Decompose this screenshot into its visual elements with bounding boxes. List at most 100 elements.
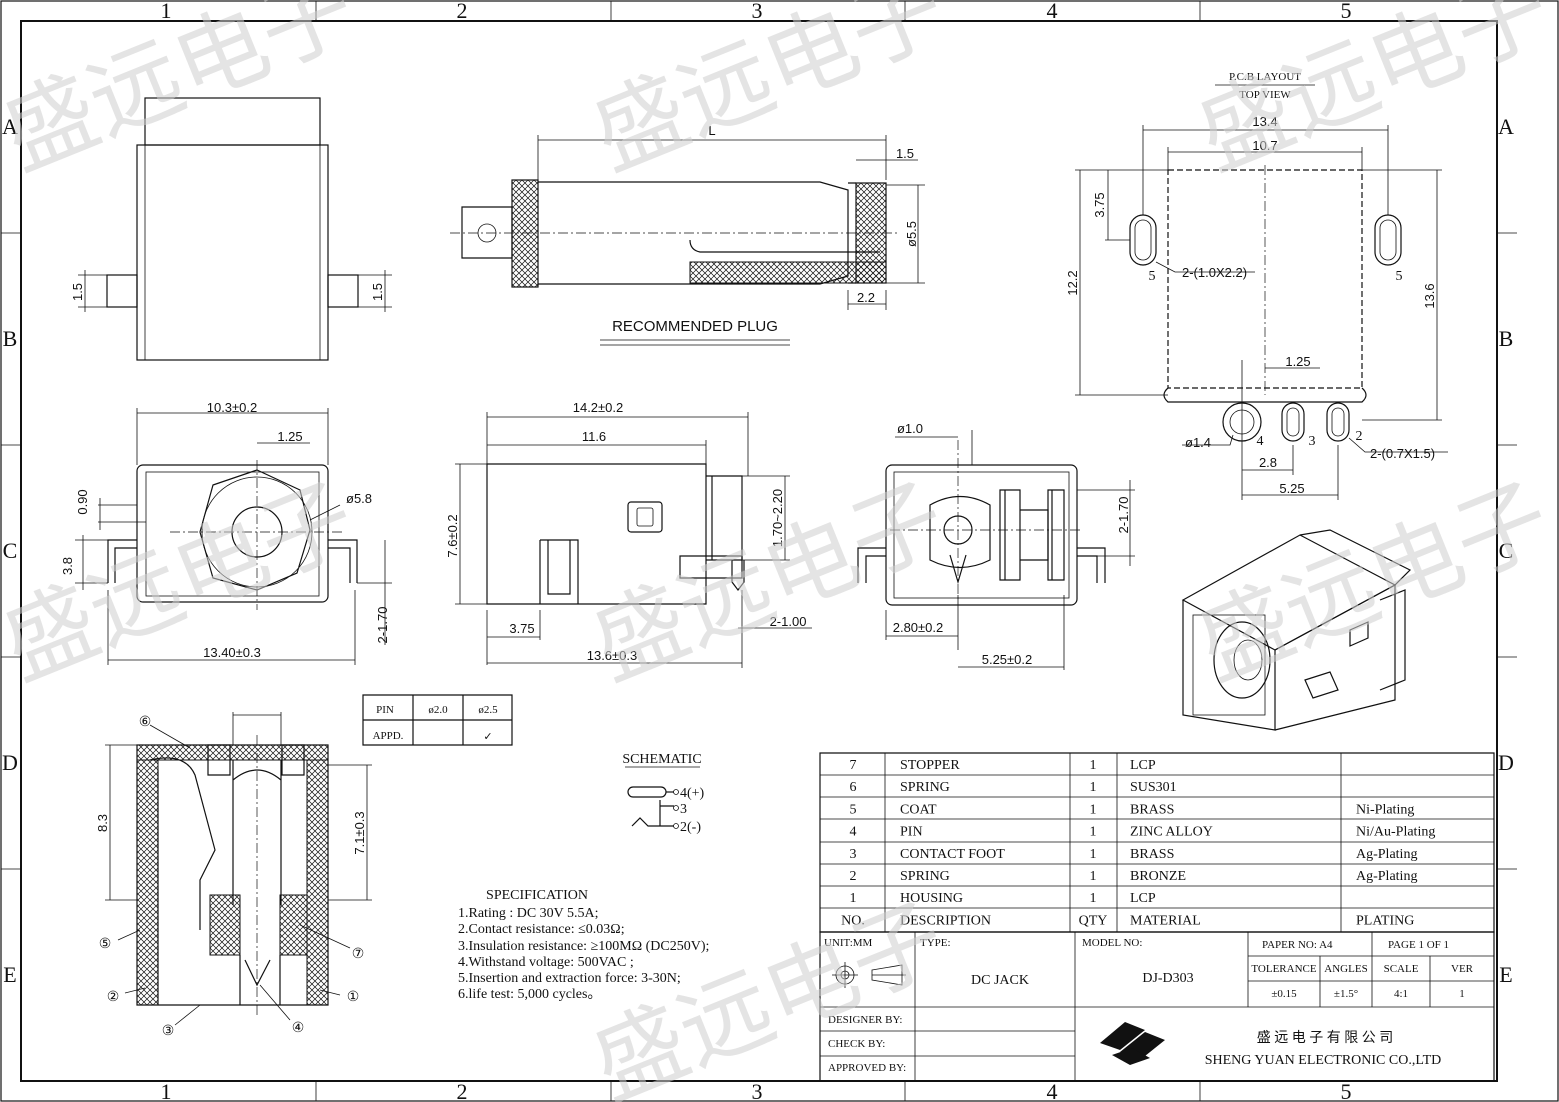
pin-table-r0: APPD.	[373, 730, 404, 742]
tb-angles: ±1.5°	[1334, 988, 1358, 1000]
dim-1-5: 1.5	[896, 146, 914, 161]
bom-cell-qty: 1	[1090, 869, 1097, 884]
pcb-title-2: TOP VIEW	[1239, 89, 1291, 101]
top-view: 1.5 1.5	[70, 97, 392, 361]
pcb-pin-3: 3	[1309, 434, 1316, 449]
schematic-p4: 4(+)	[680, 786, 705, 801]
balloon-1: ①	[347, 990, 360, 1005]
tb-tolerance: ±0.15	[1271, 988, 1297, 1000]
pcb-pin-5-left: 5	[1149, 269, 1156, 284]
watermark-2: 盛远电子	[578, 0, 959, 190]
side-dim-11-6: 11.6	[582, 429, 606, 444]
side-dim-7-6: 7.6±0.2	[445, 514, 460, 557]
schematic-title: SCHEMATIC	[622, 752, 701, 767]
section-dim-8-3: 8.3	[95, 814, 110, 832]
tb-ver-header: VER	[1451, 963, 1474, 975]
zone-col-5: 5	[1341, 0, 1352, 23]
balloon-7: ⑦	[352, 947, 365, 962]
pcb-dim-12-2: 12.2	[1065, 270, 1080, 295]
pin-table-r2: ✓	[483, 731, 492, 743]
bom-cell-plating: Ni/Au-Plating	[1356, 825, 1435, 840]
bom-cell-material: MATERIAL	[1130, 913, 1201, 928]
bom-cell-qty: 1	[1090, 825, 1097, 840]
bom-cell-qty: 1	[1090, 758, 1097, 773]
zone-row-e: E	[3, 962, 16, 987]
spec-line-4: 4.Withstand voltage: 500VAC ;	[458, 955, 634, 970]
tb-company-cn: 盛 远 电 子 有 限 公 司	[1257, 1030, 1394, 1046]
watermark-5: 盛远电子	[578, 463, 959, 700]
zone-row-d-right: D	[1498, 750, 1514, 775]
pcb-slot-small: 2-(0.7X1.5)	[1370, 446, 1435, 461]
bom-cell-material: BRONZE	[1130, 869, 1186, 884]
pcb-dim-13-6: 13.6	[1422, 283, 1437, 308]
watermark-6: 盛远电子	[1183, 463, 1559, 700]
tb-page: PAGE 1 OF 1	[1388, 939, 1449, 951]
bom-cell-description: STOPPER	[900, 758, 960, 773]
projection-symbol-icon	[832, 962, 906, 988]
isometric-view	[1181, 529, 1412, 731]
dim-L: L	[708, 123, 715, 138]
pcb-title-1: P.C.B LAYOUT	[1229, 71, 1301, 83]
bom-cell-qty: 1	[1090, 891, 1097, 906]
tb-scale: 4:1	[1394, 988, 1408, 1000]
bom-cell-qty: 1	[1090, 780, 1097, 795]
spec-line-1: 1.Rating : DC 30V 5.5A;	[458, 906, 599, 921]
bom-cell-no: 1	[850, 891, 857, 906]
tb-model: DJ-D303	[1142, 971, 1193, 986]
rear-dim-5-25: 5.25±0.2	[982, 652, 1033, 667]
pcb-dim-1-25: 1.25	[1285, 354, 1310, 369]
bom-cell-material: LCP	[1130, 891, 1156, 906]
pcb-layout-view: P.C.B LAYOUT TOP VIEW 13.4 10.7 3.75 12.…	[1065, 71, 1448, 500]
side-dim-14-2: 14.2±0.2	[573, 400, 624, 415]
bom-cell-plating: Ag-Plating	[1356, 847, 1417, 862]
zone-col-5-bottom: 5	[1341, 1079, 1352, 1102]
tb-paper: PAPER NO: A4	[1262, 939, 1333, 951]
front-dim-d5-8: ø5.8	[346, 491, 372, 506]
schematic: SCHEMATIC 4(+) 3 2(-)	[622, 752, 704, 835]
balloon-2: ②	[107, 990, 120, 1005]
pcb-pin-4: 4	[1257, 434, 1264, 449]
bom-cell-description: PIN	[900, 825, 923, 840]
zone-row-b-right: B	[1499, 326, 1514, 351]
balloon-4: ④	[292, 1021, 305, 1036]
bom-cell-material: BRASS	[1130, 847, 1174, 862]
balloon-5: ⑤	[99, 937, 112, 952]
tb-scale-header: SCALE	[1384, 963, 1419, 975]
zone-col-4: 4	[1047, 0, 1058, 23]
bom-cell-no: 5	[850, 802, 857, 817]
bom-cell-plating: PLATING	[1356, 913, 1414, 928]
bom-cell-no: 4	[850, 825, 857, 840]
bom-cell-qty: QTY	[1079, 913, 1108, 928]
company-logo-icon	[1100, 1022, 1165, 1065]
bom-cell-description: SPRING	[900, 869, 950, 884]
zone-row-c: C	[3, 538, 18, 563]
schematic-p2: 2(-)	[680, 820, 701, 835]
zone-row-b: B	[3, 326, 18, 351]
pcb-dim-10-7: 10.7	[1252, 138, 1277, 153]
rear-dim-2-1-70: 2-1.70	[1116, 497, 1131, 534]
bom-cell-description: HOUSING	[900, 891, 963, 906]
zone-row-d: D	[2, 750, 18, 775]
tb-tolerance-header: TOLERANCE	[1251, 963, 1316, 975]
bom-cell-description: DESCRIPTION	[900, 913, 991, 928]
tb-model-label: MODEL NO:	[1082, 937, 1142, 949]
front-dim-13-40: 13.40±0.3	[203, 645, 261, 660]
tb-ver: 1	[1459, 988, 1465, 1000]
bom-cell-material: BRASS	[1130, 802, 1174, 817]
bom-cell-description: SPRING	[900, 780, 950, 795]
pin-table-h1: ø2.0	[428, 704, 448, 716]
zone-col-1-bottom: 1	[161, 1079, 172, 1102]
balloon-3: ③	[162, 1024, 175, 1039]
zone-col-2-bottom: 2	[457, 1079, 468, 1102]
rear-view: ø1.0 2-1.70 2.80±0.2 5.25±0.2	[857, 421, 1135, 670]
title-block: UNIT:MM TYPE: DC JACK MODEL NO: DJ-D303 …	[819, 931, 1495, 1082]
pcb-pin-2: 2	[1356, 429, 1363, 444]
balloon-6: ⑥	[139, 715, 152, 730]
tb-type-label: TYPE:	[920, 937, 951, 949]
pcb-slot-big: 2-(1.0X2.2)	[1182, 265, 1247, 280]
bom-cell-plating: Ni-Plating	[1356, 802, 1414, 817]
section-dim-7-1: 7.1±0.3	[352, 811, 367, 854]
pcb-dim-13-4: 13.4	[1252, 114, 1277, 129]
